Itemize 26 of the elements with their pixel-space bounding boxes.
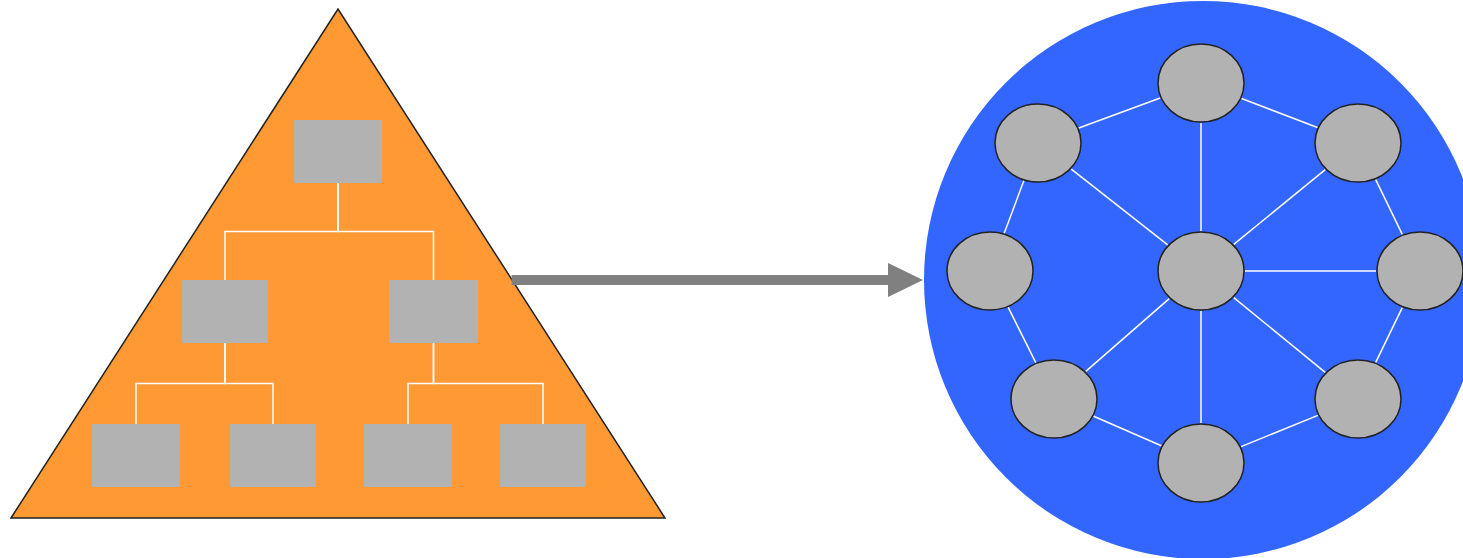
connector-line (1200, 122, 1202, 232)
connector-line (1233, 168, 1326, 246)
arrow (511, 263, 923, 297)
connector-line (1375, 306, 1403, 364)
org-box (230, 424, 316, 487)
connector-line (1200, 310, 1202, 424)
connector-line (1078, 97, 1161, 129)
connector-line (1240, 414, 1319, 448)
connector-line (1085, 297, 1170, 373)
connector-line (432, 342, 544, 425)
connector-line (1233, 296, 1326, 374)
connector-line (1375, 178, 1403, 236)
connector-line (1007, 306, 1037, 364)
connector-line (1244, 270, 1377, 272)
connector-line (1092, 415, 1163, 447)
connector-line (1003, 180, 1025, 234)
connector-line (337, 182, 435, 281)
org-box (389, 280, 478, 343)
org-box (92, 424, 180, 487)
connector-line (1240, 97, 1319, 129)
org-box (294, 120, 382, 183)
org-box (364, 424, 452, 487)
connector-line (224, 342, 274, 425)
org-box (182, 280, 268, 343)
connector-line (1070, 168, 1169, 246)
org-box (500, 424, 586, 487)
